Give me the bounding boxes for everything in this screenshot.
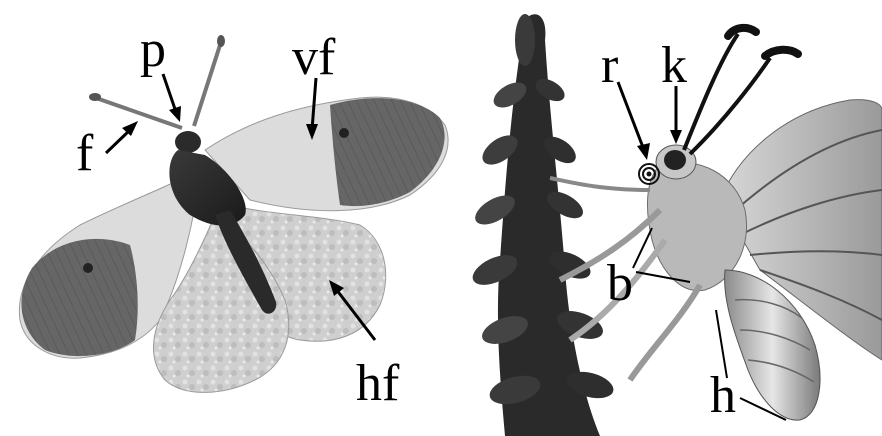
label-h: h	[710, 367, 736, 424]
label-p: p	[140, 21, 166, 78]
left-antenna-2	[194, 42, 221, 126]
left-butterfly: f p vf hf	[19, 21, 448, 412]
arrow-r	[618, 82, 644, 150]
right-butterfly: r k b h	[468, 14, 882, 436]
leg-3	[630, 285, 700, 380]
flower-spike	[468, 14, 616, 436]
label-k: k	[661, 37, 687, 94]
forewing-left-tip	[21, 239, 137, 356]
forewing-right-tip	[330, 98, 445, 206]
proboscis-coil	[639, 164, 659, 184]
label-r: r	[601, 37, 618, 94]
arrow-p	[163, 74, 176, 112]
label-hf: hf	[356, 355, 400, 412]
label-f: f	[76, 125, 94, 182]
side-eye	[664, 150, 686, 170]
label-vf: vf	[292, 29, 336, 86]
label-b: b	[607, 255, 633, 312]
left-antenna-1	[96, 98, 182, 128]
left-head	[175, 131, 201, 153]
